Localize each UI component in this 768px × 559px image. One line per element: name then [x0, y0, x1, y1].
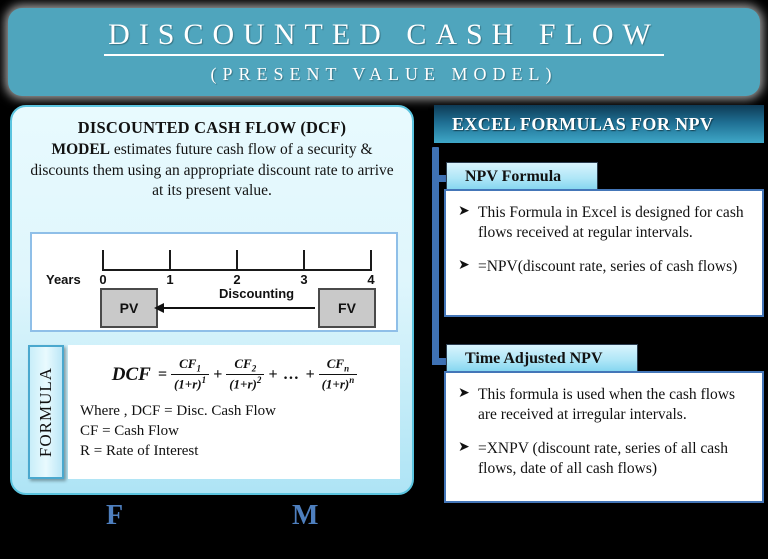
timeline-tick-label-4: 4	[367, 272, 375, 287]
section-body-npv-formula: ➤ This Formula in Excel is designed for …	[444, 189, 764, 317]
connector-bar	[432, 147, 439, 365]
timeline-tick-4	[370, 250, 372, 271]
arrow-bullet-icon: ➤	[458, 204, 470, 219]
page-title: DISCOUNTED CASH FLOW	[104, 19, 664, 56]
equation-term-1: CF1 (1+r)1	[170, 356, 210, 392]
term-n-numerator: CFn	[326, 356, 350, 374]
formula-legend-line: CF = Cash Flow	[80, 423, 179, 440]
term-1-numerator: CF1	[179, 356, 201, 374]
equation-plus-3: +	[305, 366, 315, 383]
section-label-npv-formula[interactable]: NPV Formula	[446, 162, 598, 192]
equation-term-n: CFn (1+r)n	[318, 356, 358, 392]
future-value-box: FV	[318, 288, 376, 328]
timeline-diagram: Years 0 1 2 3 4 PV FV Discounting	[30, 232, 398, 332]
formula-tab-label: FORMULA	[36, 366, 55, 458]
footer-letter-m: M	[292, 500, 319, 531]
equation-plus-1: +	[213, 366, 223, 383]
arrow-bullet-icon: ➤	[458, 440, 470, 456]
arrow-bullet-icon: ➤	[458, 258, 470, 274]
dcf-equation: DCF = CF1 (1+r)1 + CF2 (1+r)2 + … + CFn …	[76, 353, 394, 397]
term-1-denominator: (1+r)1	[170, 374, 210, 392]
header-banner: DISCOUNTED CASH FLOW (PRESENT VALUE MODE…	[8, 8, 760, 96]
formula-body: DCF = CF1 (1+r)1 + CF2 (1+r)2 + … + CFn …	[68, 345, 400, 479]
equation-term-2: CF2 (1+r)2	[226, 356, 265, 392]
timeline-tick-label-2: 2	[233, 272, 241, 287]
discounting-arrow-icon	[154, 303, 315, 313]
connector-stub-tnpv	[432, 358, 450, 365]
excel-panel-header: EXCEL FORMULAS FOR NPV	[434, 105, 764, 143]
equation-ellipsis: …	[283, 366, 300, 383]
list-item: ➤ This Formula in Excel is designed for …	[458, 203, 752, 243]
formula-legend-line: Where , DCF = Disc. Cash Flow	[80, 403, 276, 419]
term-2-numerator: CF2	[234, 356, 257, 374]
list-item-text: =NPV(discount rate, series of cash flows…	[478, 258, 738, 276]
section-body-time-adjusted-npv: ➤ This formula is used when the cash flo…	[444, 371, 764, 503]
timeline-tick-3	[303, 250, 305, 271]
footer-letter-f: F	[106, 500, 124, 531]
formula-block: FORMULA DCF = CF1 (1+r)1 + CF2 (1+r)2 + …	[28, 345, 400, 479]
formula-legend-line: R = Rate of Interest	[80, 443, 199, 460]
arrow-bullet-icon: ➤	[458, 386, 470, 401]
section-label-time-adjusted-npv[interactable]: Time Adjusted NPV	[446, 344, 638, 374]
timeline-axis	[102, 250, 372, 271]
discounting-label: Discounting	[219, 286, 295, 301]
timeline-tick-labels: 0 1 2 3 4	[99, 272, 375, 288]
timeline-tick-label-0: 0	[99, 272, 107, 287]
timeline-tick-label-3: 3	[300, 272, 308, 287]
list-item: ➤ =NPV(discount rate, series of cash flo…	[458, 257, 752, 277]
list-item: ➤ This formula is used when the cash flo…	[458, 385, 752, 425]
term-2-denominator: (1+r)2	[226, 374, 265, 392]
list-item: ➤ =XNPV (discount rate, series of all ca…	[458, 439, 752, 479]
equation-equals: =	[157, 366, 167, 383]
list-item-text: =XNPV (discount rate, series of all cash…	[478, 440, 728, 478]
dcf-description-body: estimates future cash flow of a security…	[30, 141, 394, 199]
timeline-tick-1	[169, 250, 171, 271]
timeline-tick-2	[236, 250, 238, 271]
dcf-description-lead: MODEL	[51, 141, 110, 159]
present-value-box: PV	[100, 288, 158, 328]
list-item-text: This Formula in Excel is designed for ca…	[478, 204, 744, 242]
page-subtitle: (PRESENT VALUE MODEL)	[210, 63, 558, 84]
timeline-tick-0	[102, 250, 104, 271]
dcf-description-block: DISCOUNTED CASH FLOW (DCF) MODEL estimat…	[12, 107, 412, 201]
list-item-text: This formula is used when the cash flows…	[478, 386, 735, 424]
equation-plus-2: +	[268, 366, 278, 383]
excel-panel-title: EXCEL FORMULAS FOR NPV	[452, 113, 714, 134]
timeline-tick-label-1: 1	[166, 272, 174, 287]
timeline-axis-label: Years	[46, 272, 81, 287]
formula-legend: Where , DCF = Disc. Cash Flow CF = Cash …	[76, 401, 394, 461]
connector-stub-npv	[432, 175, 450, 182]
dcf-description-title: DISCOUNTED CASH FLOW (DCF)	[77, 118, 347, 137]
term-n-denominator: (1+r)n	[318, 374, 358, 392]
dcf-model-panel: DISCOUNTED CASH FLOW (DCF) MODEL estimat…	[10, 105, 414, 495]
equation-lhs: DCF	[111, 364, 151, 385]
formula-tab: FORMULA	[28, 345, 64, 479]
excel-formulas-panel: EXCEL FORMULAS FOR NPV NPV Formula ➤ Thi…	[428, 105, 764, 503]
